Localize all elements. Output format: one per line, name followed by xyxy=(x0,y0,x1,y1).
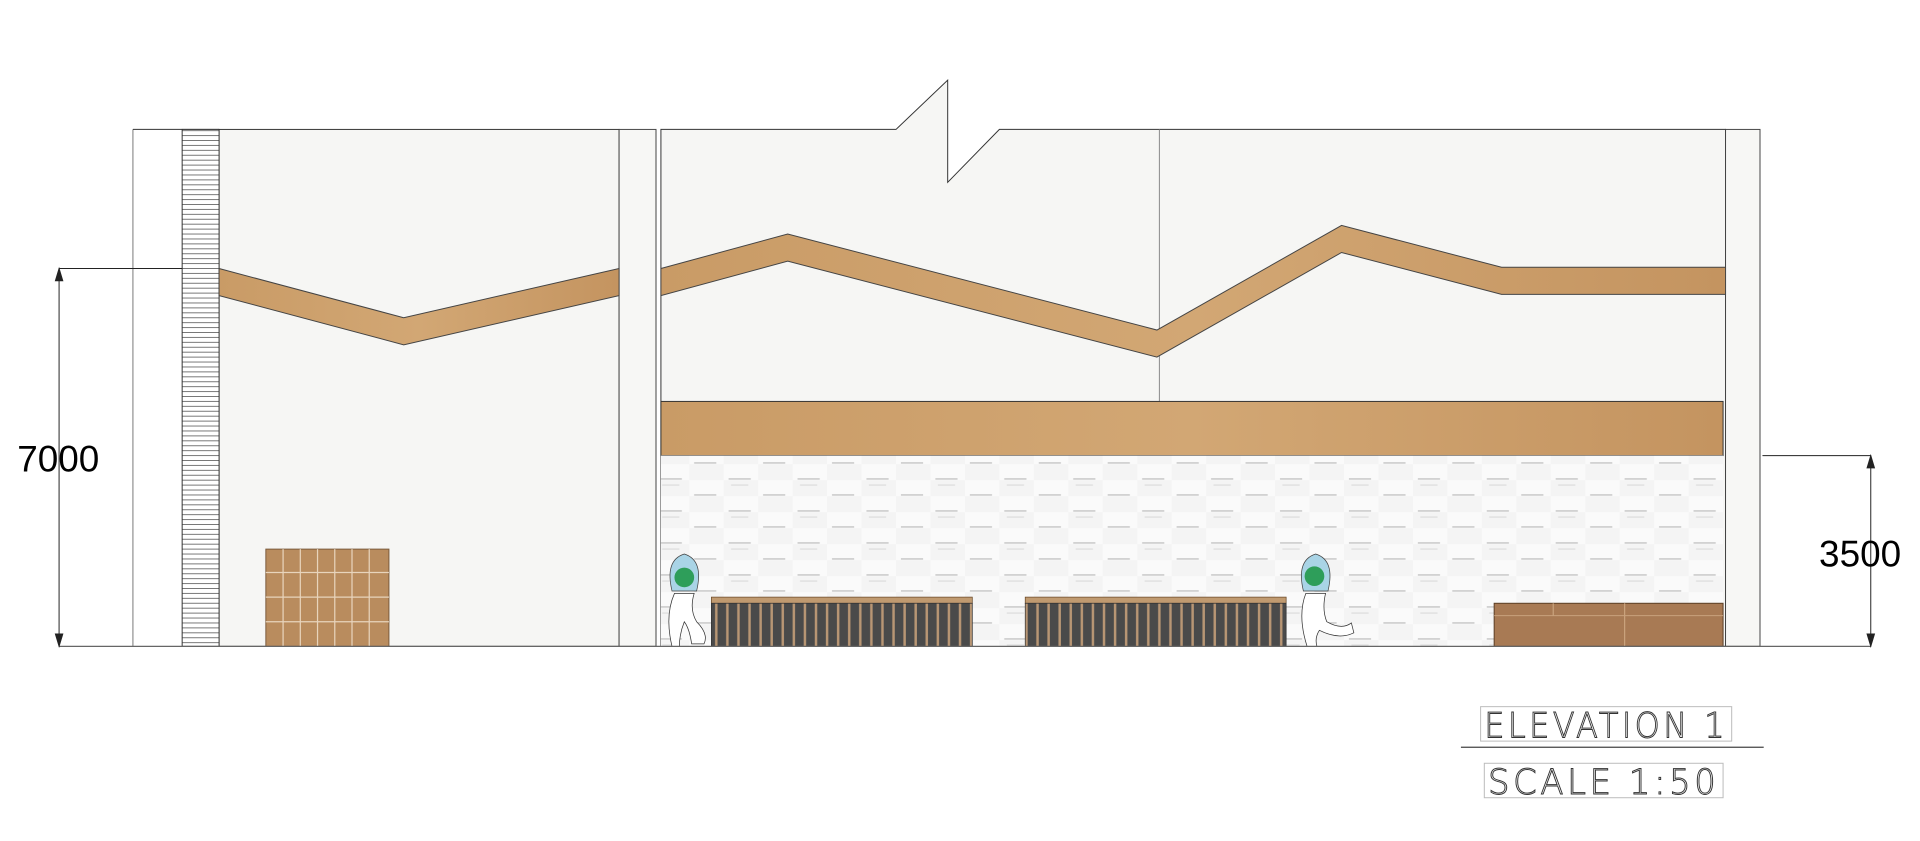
bench-right xyxy=(1024,596,1287,647)
bench-left xyxy=(711,596,973,647)
column-right xyxy=(1725,128,1761,647)
dimension-left xyxy=(54,266,183,649)
column-middle xyxy=(618,128,657,647)
hatched-column xyxy=(181,128,220,647)
wood-zigzag-band-right xyxy=(660,224,1727,358)
dimension-text-7000: 7000 xyxy=(17,439,99,480)
cabinet-right xyxy=(1493,602,1724,647)
figure-left xyxy=(668,553,706,647)
dimension-right xyxy=(1762,453,1876,649)
drawing-scale: SCALE 1:50 xyxy=(1488,763,1719,803)
wood-zigzag-band-left xyxy=(218,267,620,346)
wood-horizontal-band xyxy=(660,400,1724,457)
title-block: ELEVATION 1 SCALE 1:50 xyxy=(1460,706,1764,804)
dimension-text-3500: 3500 xyxy=(1819,533,1901,574)
drawing-title: ELEVATION 1 xyxy=(1484,706,1728,746)
left-shelving-unit xyxy=(265,548,390,647)
figure-right xyxy=(1301,553,1355,647)
